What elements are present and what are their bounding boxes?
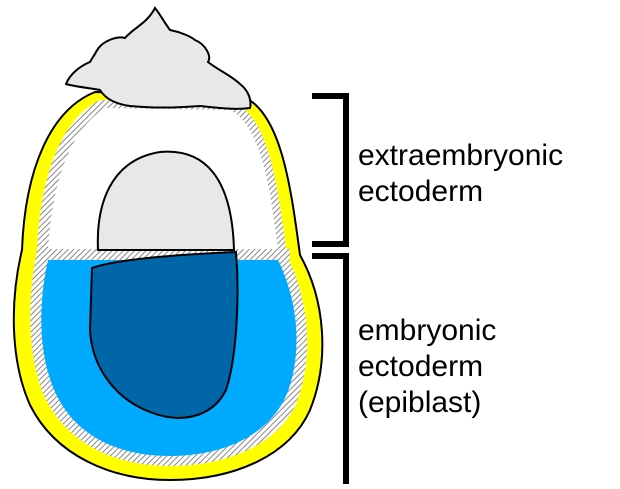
label-embryonic-line3: (epiblast) [358, 385, 496, 421]
label-extraembryonic-ectoderm: extraembryonic ectoderm [358, 138, 563, 210]
label-extraembryonic-line1: extraembryonic [358, 138, 563, 174]
label-embryonic-line2: ectoderm [358, 349, 496, 385]
bracket-extraembryonic [312, 96, 346, 244]
label-embryonic-ectoderm: embryonic ectoderm (epiblast) [358, 313, 496, 421]
label-extraembryonic-line2: ectoderm [358, 174, 563, 210]
label-embryonic-line1: embryonic [358, 313, 496, 349]
